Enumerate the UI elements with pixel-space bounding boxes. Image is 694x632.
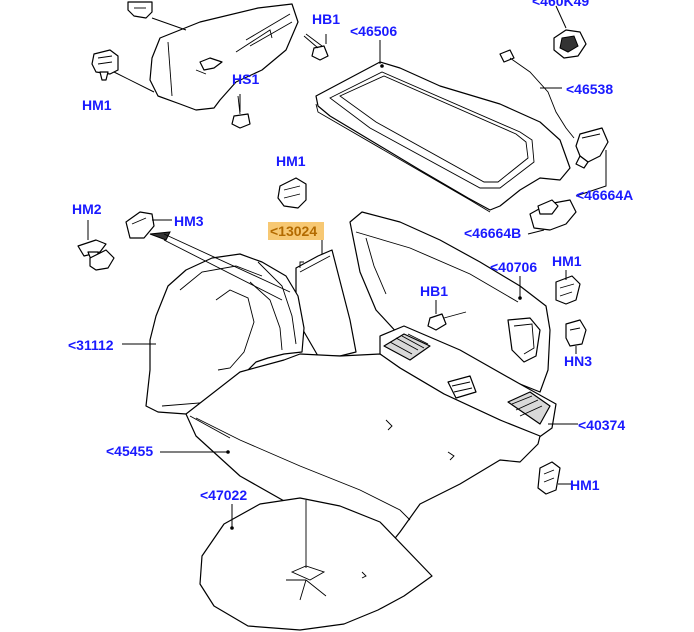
label-31112[interactable]: <31112 xyxy=(68,337,114,353)
label-47022[interactable]: <47022 xyxy=(200,487,247,503)
hm1-clip-left xyxy=(91,49,119,81)
hb1-bolt-top xyxy=(303,33,329,61)
hm1-clip-right-top xyxy=(555,275,581,305)
label-hm1-left[interactable]: HM1 xyxy=(82,97,112,113)
clip-top-left xyxy=(127,1,153,19)
label-460k49[interactable]: <460K49 xyxy=(532,0,589,9)
label-hm1-right-bottom[interactable]: HM1 xyxy=(570,477,600,493)
label-40706[interactable]: <40706 xyxy=(490,259,537,275)
label-45455[interactable]: <45455 xyxy=(106,443,153,459)
rear-panel-trim-40706 xyxy=(349,211,551,393)
speaker-clip-460k49 xyxy=(553,29,587,59)
wheelhouse-trim-31112 xyxy=(145,253,305,415)
highlight-box-13024 xyxy=(268,222,324,240)
label-hs1[interactable]: HS1 xyxy=(232,71,259,87)
spare-wheel-cover-47022 xyxy=(199,497,433,631)
label-hm2[interactable]: HM2 xyxy=(72,201,102,217)
label-hm3[interactable]: HM3 xyxy=(174,213,204,229)
speaker-46664b xyxy=(529,199,577,231)
wire-46538 xyxy=(499,49,575,139)
label-hb1-mid[interactable]: HB1 xyxy=(420,283,448,299)
hb1-bolt-mid xyxy=(427,311,467,331)
label-46664b[interactable]: <46664B xyxy=(464,225,521,241)
label-hn3[interactable]: HN3 xyxy=(564,353,592,369)
label-hm1-center[interactable]: HM1 xyxy=(276,153,306,169)
label-40374[interactable]: <40374 xyxy=(578,417,625,433)
quarter-trim-13024 xyxy=(295,249,357,357)
hm2-push-pin xyxy=(77,239,115,271)
speaker-46664a xyxy=(575,127,609,169)
hm3-grommet xyxy=(125,211,155,239)
label-hm1-right-top[interactable]: HM1 xyxy=(552,253,582,269)
side-trim-panel-upper xyxy=(149,3,299,111)
label-13024[interactable]: <13024 xyxy=(270,223,317,239)
hm1-clip-center xyxy=(277,177,307,209)
label-46664a[interactable]: <46664A xyxy=(576,187,633,203)
hn3-nut xyxy=(565,319,587,347)
parcel-shelf xyxy=(315,61,571,213)
label-hb1-top[interactable]: HB1 xyxy=(312,11,340,27)
hm1-clip-right-bottom xyxy=(537,461,561,495)
direction-arrow xyxy=(149,231,291,301)
label-46506[interactable]: <46506 xyxy=(350,23,397,39)
label-46538[interactable]: <46538 xyxy=(566,81,613,97)
hs1-screw xyxy=(231,95,251,129)
